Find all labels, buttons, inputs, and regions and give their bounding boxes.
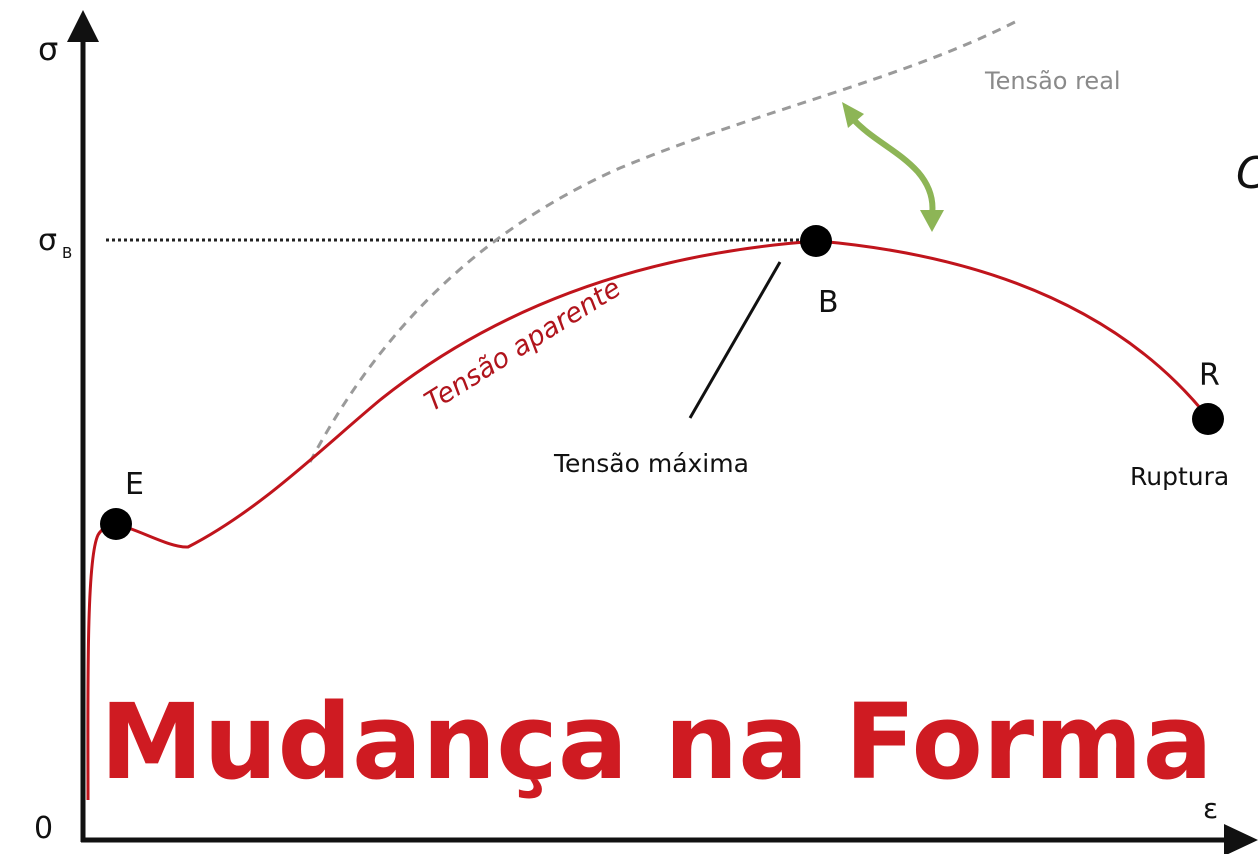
point-b-marker	[800, 225, 832, 257]
x-axis-symbol: ε	[1203, 792, 1218, 825]
difference-arrow-icon	[842, 102, 944, 232]
apparent-stress-curve	[86, 239, 1212, 801]
max-stress-label: Tensão máxima	[553, 449, 749, 478]
point-r-marker	[1192, 403, 1224, 435]
rupture-label: Ruptura	[1130, 462, 1229, 491]
point-e-marker	[100, 508, 132, 540]
point-r-label: R	[1199, 358, 1220, 393]
real-stress-curve	[308, 20, 1016, 463]
sigma-b-subscript: B	[62, 244, 72, 262]
y-axis-arrow-icon	[67, 10, 99, 42]
cut-letter-label: C	[1236, 148, 1258, 199]
max-stress-leader-line	[688, 261, 782, 419]
origin-label: 0	[34, 811, 53, 846]
sigma-b-symbol: σ	[38, 223, 57, 258]
point-b-label: B	[818, 285, 839, 320]
y-axis-symbol: σ	[38, 30, 58, 68]
banner-title: Mudança na Forma	[100, 681, 1213, 803]
apparent-stress-label: Tensão aparente	[419, 272, 626, 417]
x-axis-arrow-icon	[1224, 824, 1258, 854]
point-e-label: E	[125, 467, 144, 502]
real-stress-label: Tensão real	[984, 67, 1121, 95]
